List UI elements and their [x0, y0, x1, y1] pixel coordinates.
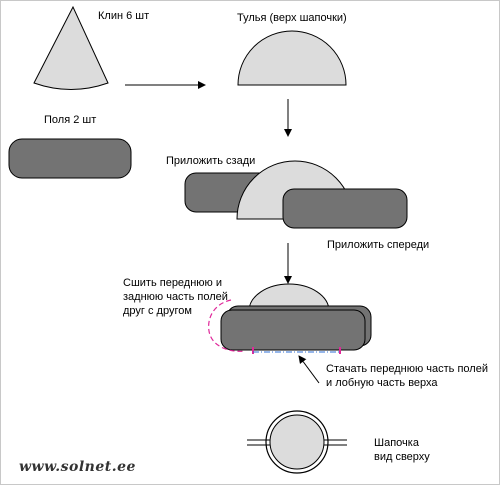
front-brim-shape	[282, 188, 408, 229]
crown-label: Тулья (верх шапочки)	[237, 12, 347, 24]
top-view-crown	[269, 414, 325, 470]
attach-front-label: Приложить спереди	[327, 239, 430, 251]
brim-shape	[8, 138, 132, 179]
watermark-text: www.solnet.ee	[19, 459, 136, 475]
brim-label: Поля 2 шт	[44, 114, 97, 126]
crown-shape	[237, 30, 347, 86]
side-seam-line	[208, 299, 246, 352]
stitch-front-label: Стачать переднюю часть полей и лобную ча…	[326, 363, 488, 389]
wedge-label: Клин 6 шт	[98, 10, 150, 22]
top-view-label: Шапочка вид сверху	[374, 437, 430, 463]
top-view-outer-ring	[265, 410, 329, 474]
wedge-shape	[33, 5, 109, 90]
crown-sewn-shape	[248, 283, 330, 312]
sew-brim-label: Сшить переднюю и заднюю часть полей друг…	[123, 277, 228, 317]
attach-back-label: Приложить сзади	[166, 155, 256, 167]
sewn-brim-front-shape	[220, 309, 366, 351]
arrow-to-seam	[298, 355, 320, 384]
